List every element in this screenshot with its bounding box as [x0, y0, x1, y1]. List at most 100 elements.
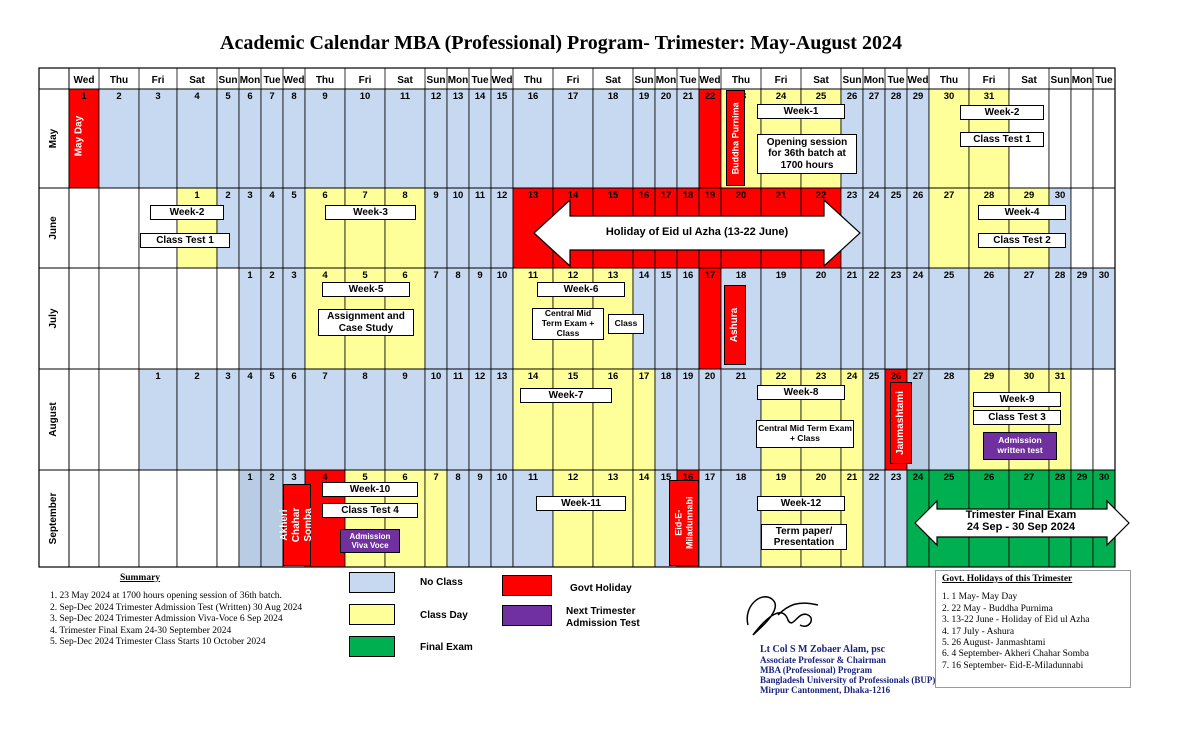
govt-holiday-item: 7. 16 September- Eid-E-Miladunnabi [942, 660, 1084, 671]
day-cell [720, 469, 762, 568]
day-cell [446, 368, 470, 471]
day-number: 15 [661, 472, 672, 483]
day-cell [138, 469, 178, 568]
summary-item: 4. Trimester Final Exam 24-30 September … [50, 625, 232, 636]
legend-no-class-label: No Class [420, 577, 463, 588]
day-number: 5 [225, 91, 231, 102]
day-cell [592, 88, 634, 189]
day-cell [68, 187, 100, 269]
day-number: 3 [247, 190, 252, 201]
day-number: 4 [322, 270, 328, 281]
weekday-label: Sun [635, 75, 654, 86]
day-number: 24 [847, 371, 858, 382]
day-cell [138, 368, 178, 471]
day-number: 14 [639, 472, 650, 483]
day-number: 9 [322, 91, 327, 102]
day-number: 11 [528, 472, 539, 483]
day-number: 23 [891, 270, 902, 281]
day-cell [384, 368, 426, 471]
day-cell [928, 368, 970, 471]
day-cell [424, 267, 448, 370]
day-cell [138, 187, 178, 269]
day-number: 11 [400, 91, 411, 102]
day-cell [1070, 267, 1094, 370]
day-cell [176, 88, 218, 189]
weekday-label: Thu [524, 75, 542, 86]
day-cell [176, 267, 218, 370]
weekday-label: Mon [864, 75, 885, 86]
day-cell [654, 88, 678, 189]
day-number: 21 [776, 190, 787, 201]
week-9-box: Week-9 [973, 392, 1061, 407]
weekday-label: Sun [219, 75, 238, 86]
month-label: September [48, 493, 59, 545]
week-6-box: Week-6 [537, 282, 625, 297]
govt-holiday-item: 4. 17 July - Ashura [942, 626, 1015, 637]
day-cell [1092, 368, 1116, 471]
month-label-cell [39, 89, 69, 188]
day-number: 9 [477, 472, 482, 483]
day-number: 7 [433, 270, 438, 281]
weekday-label: Mon [1072, 75, 1093, 86]
day-number: 5 [362, 472, 368, 483]
class-test-1-may-box: Class Test 1 [960, 132, 1044, 147]
day-number: 10 [453, 190, 464, 201]
day-cell [968, 267, 1010, 370]
day-cell [468, 469, 492, 568]
day-cell [1008, 187, 1050, 269]
day-number: 11 [475, 190, 486, 201]
day-cell [840, 469, 864, 568]
day-number: 23 [891, 472, 902, 483]
eid-e-miladunnabi-label: Eid-E-Miladunnabi [669, 480, 699, 566]
day-number: 9 [477, 270, 482, 281]
day-number: 15 [497, 91, 508, 102]
weekday-label: Sat [397, 75, 413, 86]
day-cell [282, 88, 306, 189]
day-number: 7 [269, 91, 274, 102]
day-cell [238, 469, 262, 568]
month-label: May [48, 128, 59, 148]
day-cell [1008, 267, 1050, 370]
day-number: 5 [362, 270, 368, 281]
summary-item: 5. Sep-Dec 2024 Trimester Class Starts 1… [50, 637, 266, 648]
day-cell [98, 88, 140, 189]
day-cell [490, 368, 514, 471]
day-cell [490, 469, 514, 568]
day-number: 10 [360, 91, 371, 102]
day-number: 26 [984, 270, 995, 281]
week-11-box: Week-11 [536, 496, 626, 511]
day-number: 25 [891, 190, 902, 201]
day-cell [468, 368, 492, 471]
day-number: 8 [455, 472, 460, 483]
week-3-box: Week-3 [325, 205, 416, 220]
day-number: 20 [736, 190, 747, 201]
month-label: August [48, 402, 59, 437]
weekday-label: Sun [1051, 75, 1070, 86]
week-2-may-box: Week-2 [960, 105, 1044, 120]
akheri-chahar-somba-label: Akheri Chahar Somba [279, 484, 314, 566]
day-cell [1070, 368, 1094, 471]
signature-block: Lt Col S M Zobaer Alam, psc Associate Pr… [760, 645, 935, 696]
day-number: 29 [1077, 270, 1088, 281]
day-number: 16 [639, 190, 650, 201]
central-mid-august-box: Central Mid Term Exam + Class [756, 420, 854, 448]
day-cell [238, 368, 262, 471]
day-cell [1092, 267, 1116, 370]
weekday-label: Thu [940, 75, 958, 86]
summary-heading: Summary [119, 573, 161, 583]
day-number: 26 [984, 472, 995, 483]
day-number: 25 [944, 472, 955, 483]
day-number: 7 [322, 371, 327, 382]
day-number: 18 [736, 472, 747, 483]
day-number: 30 [1024, 371, 1035, 382]
signatory-program: MBA (Professional) Program [760, 665, 873, 675]
day-number: 27 [944, 190, 955, 201]
day-number: 2 [269, 472, 274, 483]
day-cell [304, 187, 346, 269]
day-number: 16 [683, 270, 694, 281]
day-number: 29 [1024, 190, 1035, 201]
day-number: 17 [661, 190, 672, 201]
govt-holiday-item: 2. 22 May - Buddha Purnima [942, 603, 1053, 614]
day-number: 25 [816, 91, 827, 102]
day-number: 10 [497, 270, 508, 281]
